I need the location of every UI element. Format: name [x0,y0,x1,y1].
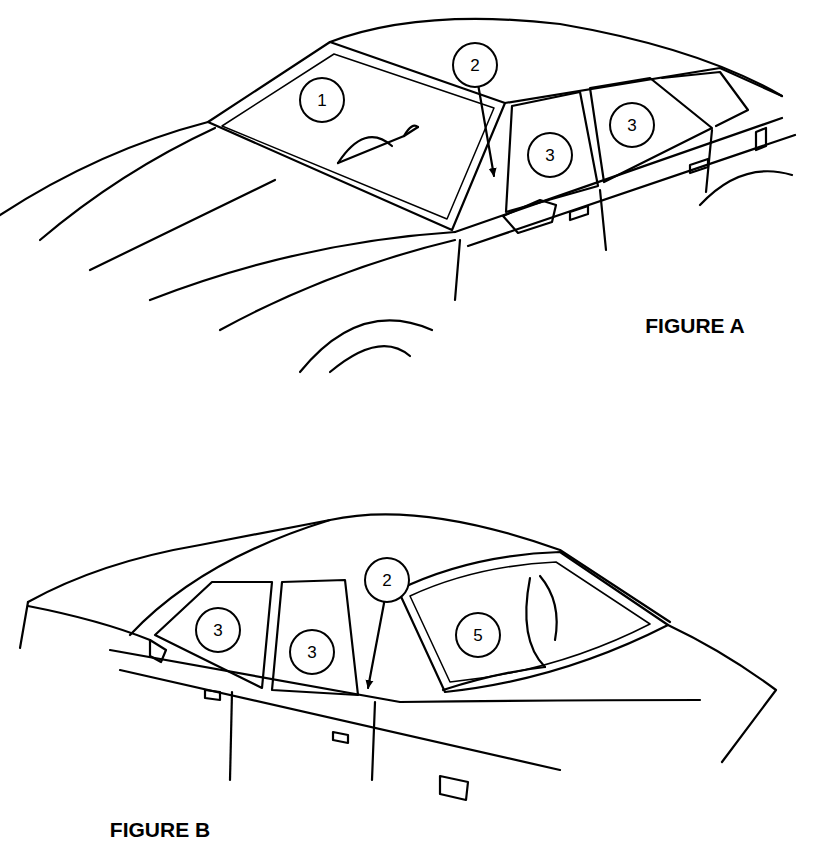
callout-number: 3 [289,629,335,675]
figure-label: FIGURE B [108,818,212,842]
figure-label: FIGURE A [643,314,747,338]
callout-number: 5 [455,612,501,658]
callout-number: 1 [299,77,345,123]
callout-number: 2 [452,42,498,88]
callout-number: 2 [364,557,410,603]
callout-number: 3 [195,607,241,653]
callout-number: 3 [609,102,655,148]
callout-number: 3 [527,132,573,178]
